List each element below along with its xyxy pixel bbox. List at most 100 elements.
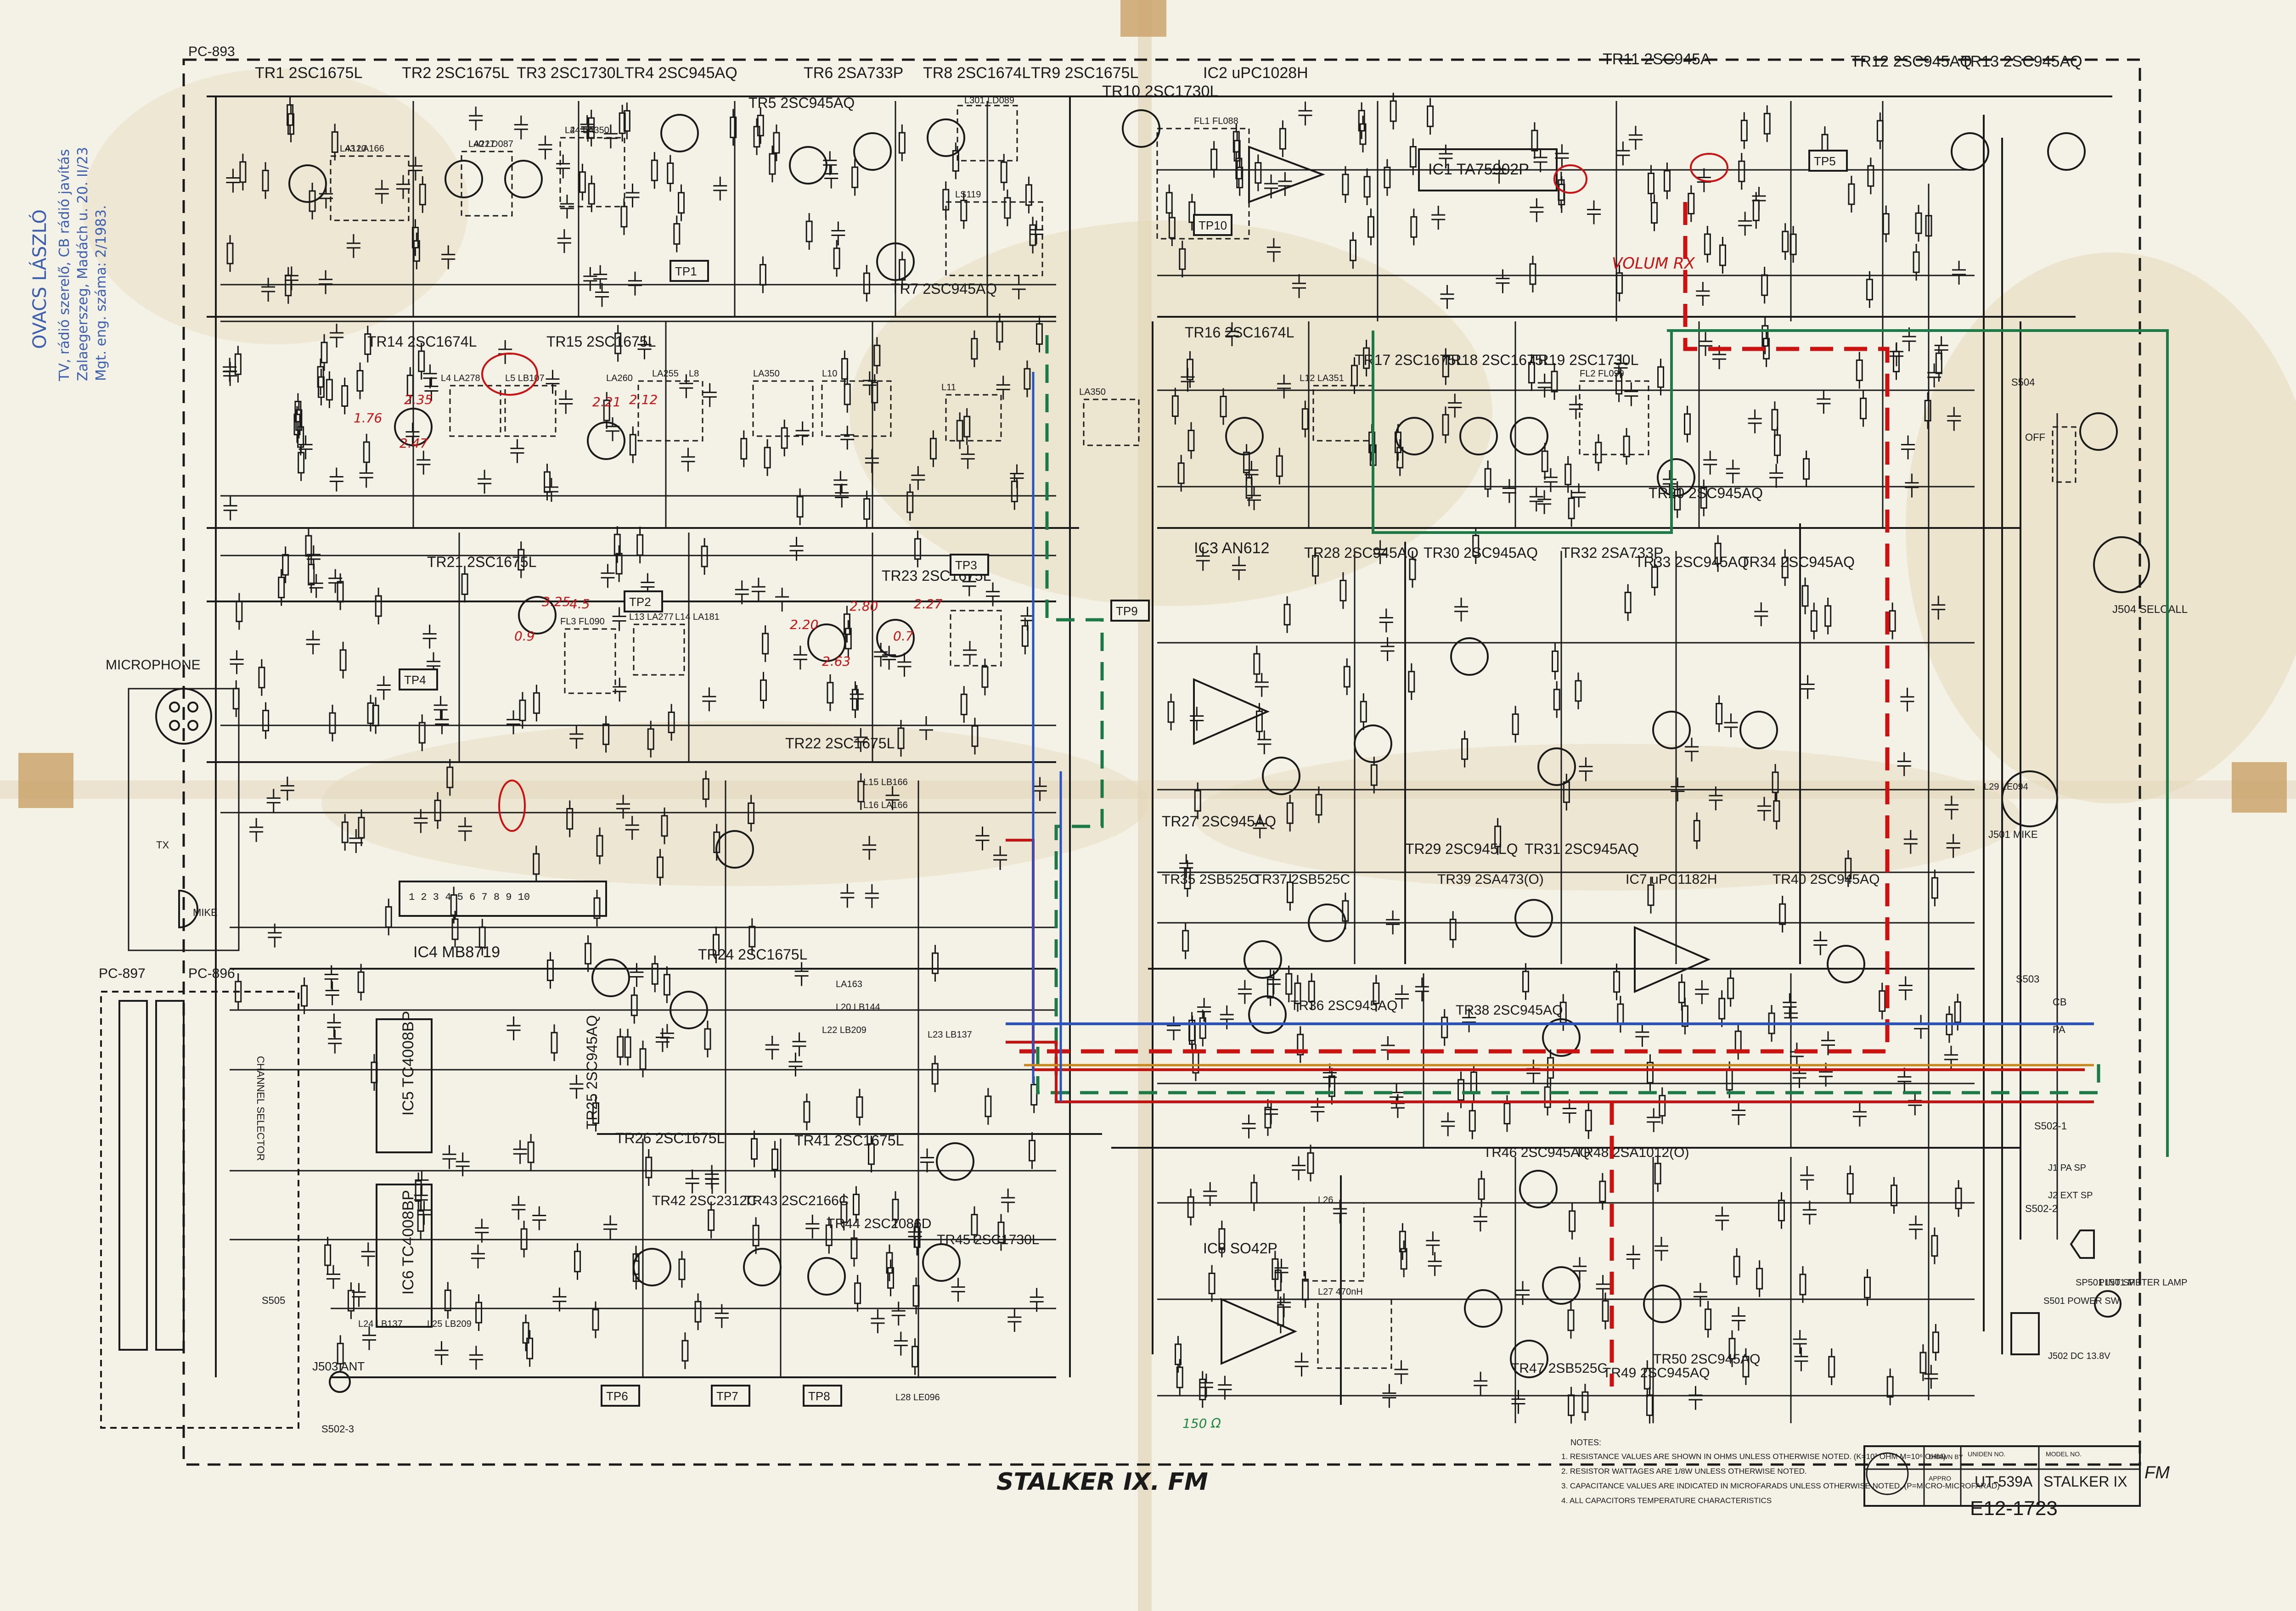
capacitor: [434, 1341, 449, 1365]
resistor: [1801, 585, 1809, 607]
label-tr12: TR12 2SC945AQ: [1851, 53, 1972, 70]
capacitor: [603, 124, 618, 149]
notes-line-3: 3. CAPACITANCE VALUES ARE INDICATED IN M…: [1561, 1482, 2000, 1490]
hand-value: 2.20: [790, 617, 818, 632]
capacitor: [1693, 1283, 1707, 1307]
resistor: [752, 1224, 760, 1246]
capacitor: [230, 650, 244, 674]
capacitor: [1587, 200, 1601, 225]
capacitor: [435, 710, 449, 735]
capacitor: [309, 574, 323, 598]
resistor: [1478, 1178, 1485, 1200]
module-label: L44 LA350: [565, 125, 609, 135]
capacitor: [1007, 1308, 1022, 1332]
capacitor: [1654, 1237, 1668, 1261]
capacitor: [349, 829, 363, 853]
capacitor: [882, 646, 896, 670]
resistor: [912, 1346, 919, 1368]
resistor: [753, 126, 760, 148]
capacitor: [556, 154, 570, 179]
capacitor: [328, 1029, 342, 1054]
capacitor: [1426, 1231, 1440, 1256]
resistor: [1761, 274, 1768, 296]
capacitor: [1901, 435, 1915, 460]
resistor: [341, 385, 349, 407]
label-tr3: TR3 2SC1730L: [517, 64, 624, 82]
hand-value: 2.21: [592, 394, 621, 410]
resistor: [854, 1282, 861, 1304]
capacitor: [1724, 713, 1738, 738]
capacitor: [1944, 1045, 1958, 1070]
resistor: [1856, 359, 1863, 382]
notes-line-4: 4. ALL CAPACITORS TEMPERATURE CHARACTERI…: [1561, 1496, 1772, 1505]
hand-value: 1.76: [354, 410, 382, 426]
capacitor: [1196, 547, 1210, 571]
capacitor: [805, 1214, 820, 1239]
capacitor: [613, 678, 627, 702]
capacitor: [1697, 168, 1711, 192]
resistor: [1738, 160, 1745, 182]
resistor: [844, 383, 851, 405]
capacitor: [1905, 473, 1919, 498]
resistor: [1564, 463, 1572, 485]
hand-circle-c27: [1690, 153, 1728, 182]
capacitor: [1800, 1166, 1814, 1190]
resistor: [694, 1301, 702, 1323]
capacitor: [1199, 1373, 1213, 1398]
resistor: [1342, 174, 1349, 196]
j501-label: J501 MIKE: [1988, 829, 2038, 840]
label-tr10: TR10 2SC1730L: [1102, 83, 1218, 100]
capacitor: [1382, 1384, 1396, 1408]
resistor: [681, 1340, 689, 1362]
resistor: [617, 1036, 624, 1058]
capacitor: [559, 390, 573, 414]
resistor: [533, 692, 540, 714]
resistor: [1264, 1106, 1272, 1128]
resistor: [1187, 1196, 1194, 1218]
capacitor: [681, 448, 695, 472]
title-block: DRAWN BY APPRO UNIDEN NO. UT-539A MODEL …: [1863, 1445, 2170, 1520]
capacitor: [377, 676, 391, 700]
capacitor: [469, 1346, 483, 1370]
resistor: [1657, 366, 1665, 388]
hand-value: 2.63: [822, 654, 850, 669]
label-tr7: TR7 2SC945AQ: [891, 281, 997, 297]
capacitor: [1715, 1207, 1729, 1231]
capacitor: [1703, 450, 1717, 475]
capacitor: [1203, 1182, 1217, 1206]
resistor: [1522, 971, 1529, 993]
capacitor: [793, 646, 807, 670]
resistor: [932, 952, 939, 974]
capacitor: [1890, 342, 1903, 366]
test-point-label: TP8: [808, 1389, 830, 1403]
label-tr47: TR47 2SB525C: [1511, 1361, 1607, 1376]
capacitor: [456, 1152, 470, 1177]
label-tr5: TR5 2SC945AQ: [748, 95, 855, 111]
resistor: [1688, 192, 1695, 214]
capacitor: [512, 1196, 526, 1220]
capacitor: [840, 884, 855, 908]
uniden-no-label: UNIDEN NO.: [1968, 1450, 2005, 1458]
s401-sr209: [155, 1000, 185, 1351]
capacitor: [1902, 327, 1916, 352]
label-tr29: TR29 2SC945LQ: [1405, 841, 1518, 857]
capacitor: [361, 1242, 375, 1267]
module-label: L40 LD087: [468, 139, 513, 149]
resistor: [781, 427, 788, 449]
capacitor: [1685, 737, 1699, 762]
resistor: [1617, 1003, 1624, 1025]
capacitor: [1394, 1360, 1408, 1384]
resistor: [301, 985, 308, 1007]
resistor: [1719, 244, 1726, 266]
resistor: [639, 1048, 647, 1070]
capacitor: [862, 371, 877, 395]
sp501-label: SP501 INT SP: [2076, 1278, 2135, 1288]
drawn-by-label: DRAWN BY: [1929, 1453, 1964, 1460]
capacitor: [1726, 460, 1740, 484]
resistor: [1167, 701, 1175, 723]
capacitor: [581, 118, 595, 142]
label-tr2: TR2 2SC1675L: [402, 64, 509, 82]
resistor: [856, 1096, 863, 1118]
capacitor: [616, 795, 630, 819]
test-point-label: TP7: [716, 1389, 738, 1403]
